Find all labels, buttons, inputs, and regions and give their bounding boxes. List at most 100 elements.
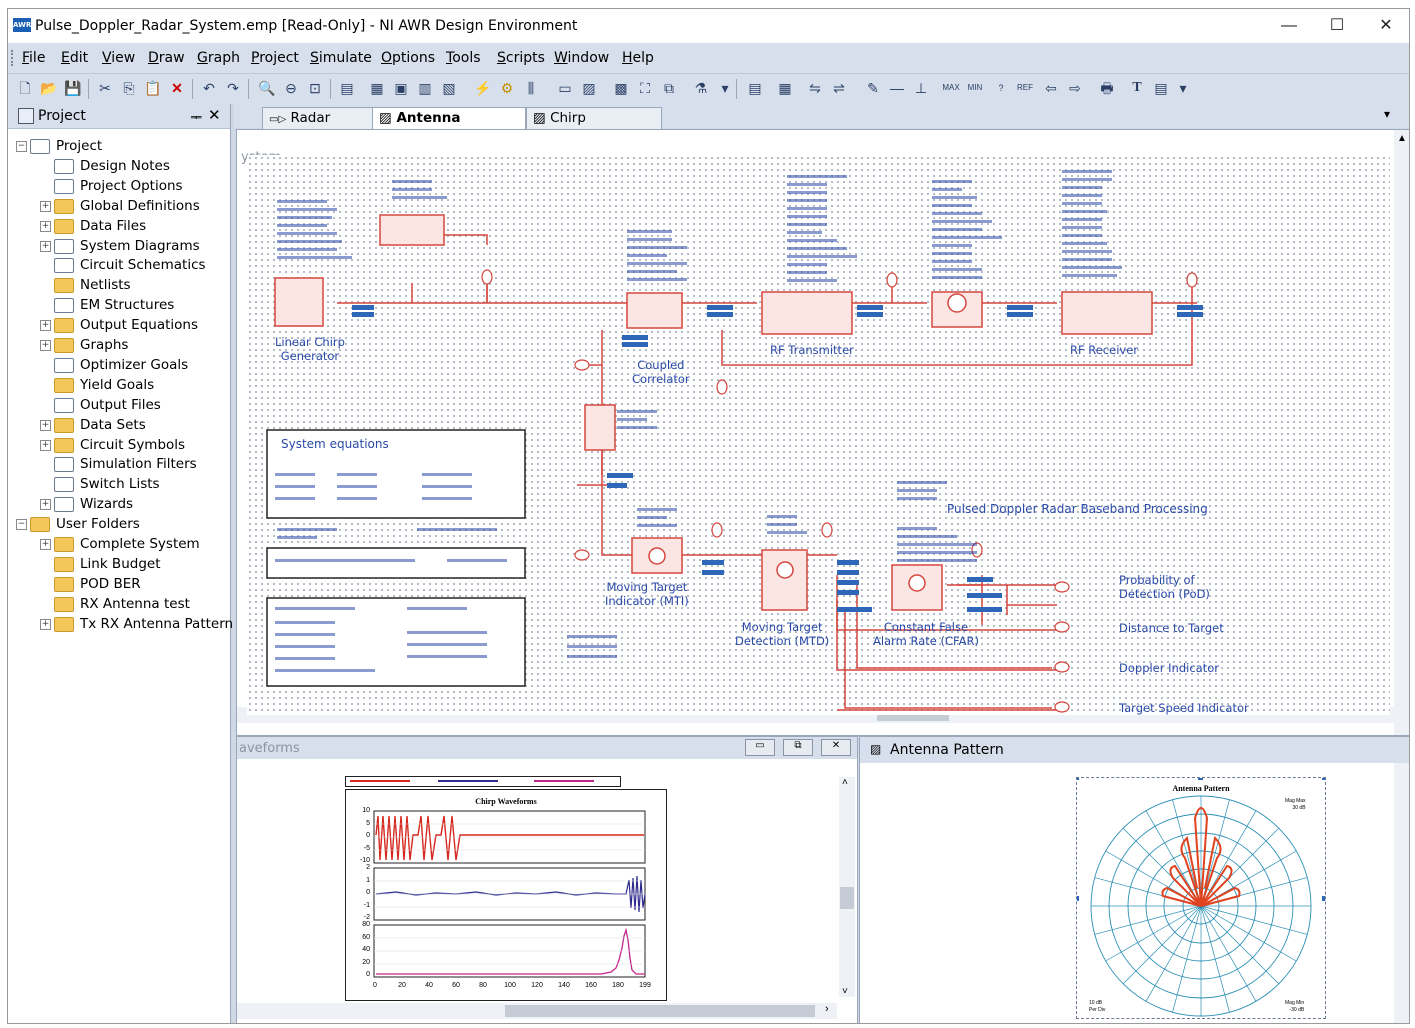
toolbar-dropdown-icon[interactable]: ▾	[721, 80, 729, 96]
expand-icon[interactable]: +	[40, 539, 51, 550]
minimize-button[interactable]: —	[1281, 17, 1297, 34]
menu-window[interactable]: Window	[554, 50, 610, 66]
yield-icon[interactable]: ⫼	[527, 80, 535, 96]
back-icon[interactable]: ⇦	[1045, 80, 1057, 96]
delete-icon[interactable]: ✕	[171, 80, 183, 96]
add-wire-icon[interactable]: ▧	[442, 80, 456, 96]
scroll-down-icon[interactable]: ˅	[842, 986, 848, 997]
max-icon[interactable]: MAX	[942, 83, 960, 92]
layout-icon[interactable]: ▦	[778, 80, 792, 96]
print-icon[interactable]: 🖶	[1100, 80, 1114, 96]
zoom-area-icon[interactable]: 🔍	[258, 80, 276, 96]
marker-icon[interactable]: ⛶	[640, 80, 650, 96]
tab-chirp-waveforms[interactable]: ▨ Chirp Waveforms	[526, 107, 662, 146]
expand-icon[interactable]: +	[40, 320, 51, 332]
vertical-scrollbar[interactable]: ▲	[1394, 130, 1409, 735]
expand-icon[interactable]: +	[40, 499, 51, 511]
menu-draw[interactable]: Draw	[148, 50, 185, 66]
menu-view[interactable]: View	[102, 50, 136, 66]
maximize-button[interactable]: ☐	[1329, 17, 1345, 34]
chirp-waveforms-window[interactable]: aveforms ▭ ⧉ ✕ Chirp Waveforms	[236, 736, 858, 1023]
menu-scripts[interactable]: Scripts	[497, 50, 545, 66]
expand-icon[interactable]: +	[40, 419, 51, 431]
menu-project[interactable]: Project	[251, 50, 299, 66]
schematic-canvas[interactable]: Linear Chirp Generator Coupled Correlato…	[247, 155, 1390, 715]
menu-tools[interactable]: Tools	[446, 50, 481, 66]
toolbar-dropdown-icon[interactable]: ▾	[1179, 80, 1187, 96]
antenna-pattern-window[interactable]: ▨ Antenna Pattern Antenna Pattern Mag Ma…	[859, 736, 1409, 1023]
text-icon[interactable]: T	[1132, 80, 1142, 95]
paste-icon[interactable]: 📋	[144, 80, 162, 96]
copy-icon[interactable]: ⎘	[123, 80, 135, 96]
tab-radar-system[interactable]: ▭▷ Radar System	[262, 107, 376, 148]
open-icon[interactable]: 📂	[40, 80, 58, 96]
text-format-icon[interactable]: ▤	[1154, 80, 1168, 96]
menu-simulate[interactable]: Simulate	[310, 50, 372, 66]
add-port-icon[interactable]: ▣	[394, 80, 408, 96]
query-icon[interactable]: ?	[998, 83, 1004, 93]
tab-list-dropdown-icon[interactable]: ▾	[1384, 107, 1391, 121]
add-subcircuit-icon[interactable]: ▦	[370, 80, 384, 96]
polar-spoke	[1094, 905, 1202, 935]
new-icon[interactable]: 🗋	[19, 80, 31, 96]
note-icon[interactable]: ✎	[867, 80, 879, 96]
close-pane-button[interactable]: ✕	[821, 739, 851, 756]
add-element-icon[interactable]: ▥	[418, 80, 432, 96]
forward-icon[interactable]: ⇨	[1069, 80, 1081, 96]
vertical-scrollbar[interactable]: ˄ ˅	[839, 777, 855, 997]
save-icon[interactable]: 💾	[64, 80, 82, 96]
restore-pane-button[interactable]: ⧉	[783, 739, 813, 756]
expand-icon[interactable]: +	[40, 220, 51, 232]
x-tick-label: 160	[585, 982, 597, 989]
min-icon[interactable]: MIN	[967, 83, 983, 92]
menubar-grip[interactable]	[11, 50, 16, 66]
expand-icon[interactable]: +	[40, 618, 51, 630]
menu-file[interactable]: File	[22, 50, 46, 66]
minimize-pane-button[interactable]: ▭	[745, 739, 775, 756]
script-icon[interactable]: ⚗	[694, 80, 708, 96]
menu-options[interactable]: Options	[381, 50, 436, 66]
bus-icon[interactable]: ⧉	[664, 80, 674, 96]
simulate-icon[interactable]: ⚡	[474, 80, 492, 96]
pin-icon[interactable]: ᆍ	[190, 110, 202, 125]
ref-icon[interactable]: REF	[1017, 83, 1033, 92]
line-icon[interactable]: —	[890, 80, 904, 96]
measure-icon[interactable]: ▨	[582, 80, 596, 96]
close-icon[interactable]: ✕	[208, 107, 221, 124]
wizard-icon	[54, 497, 74, 513]
tree-item-label: Netlists	[80, 277, 131, 294]
horizontal-scrollbar[interactable]: ›	[237, 1003, 837, 1019]
mirror-icon[interactable]: ⇌	[833, 80, 845, 96]
scroll-up-icon[interactable]: ˄	[842, 777, 848, 788]
scroll-thumb[interactable]	[840, 887, 854, 909]
expand-icon[interactable]: +	[40, 200, 51, 212]
new-schematic-icon[interactable]: ▤	[340, 80, 354, 96]
graph-icon: ▨	[379, 110, 392, 126]
scroll-thumb[interactable]	[505, 1005, 815, 1017]
close-button[interactable]: ✕	[1379, 17, 1393, 34]
expand-icon[interactable]: +	[40, 240, 51, 252]
graph-icon[interactable]: ▭	[558, 80, 572, 96]
menu-graph[interactable]: Graph	[197, 50, 240, 66]
zoom-fit-icon[interactable]: ⊡	[309, 80, 321, 96]
flip-icon[interactable]: ⇋	[809, 80, 821, 96]
collapse-icon[interactable]: −	[16, 141, 27, 152]
properties-icon[interactable]: ▤	[748, 80, 762, 96]
zoom-out-icon[interactable]: ⊖	[285, 80, 297, 96]
scroll-up-icon[interactable]: ▲	[1397, 133, 1407, 144]
vertical-scrollbar[interactable]	[1394, 763, 1409, 1023]
scroll-right-icon[interactable]: ›	[825, 1003, 829, 1015]
tune-icon[interactable]: ⚙	[500, 80, 514, 96]
menu-help[interactable]: Help	[622, 50, 654, 66]
undo-icon[interactable]: ↶	[203, 80, 215, 96]
cut-icon[interactable]: ✂	[99, 80, 111, 96]
dim-icon[interactable]: ⊥	[914, 80, 928, 96]
tab-antenna-pattern[interactable]: ▨ Antenna Pattern ✕	[372, 107, 526, 146]
expand-icon[interactable]: +	[40, 439, 51, 451]
expand-icon[interactable]: +	[40, 340, 51, 351]
redo-icon[interactable]: ↷	[227, 80, 239, 96]
collapse-icon[interactable]: −	[16, 519, 27, 531]
menu-edit[interactable]: Edit	[61, 50, 89, 66]
polar-chart[interactable]: Antenna Pattern Mag Max 30 dB Mag Min -3…	[1076, 777, 1326, 1019]
freq-icon[interactable]: ▩	[614, 80, 628, 96]
